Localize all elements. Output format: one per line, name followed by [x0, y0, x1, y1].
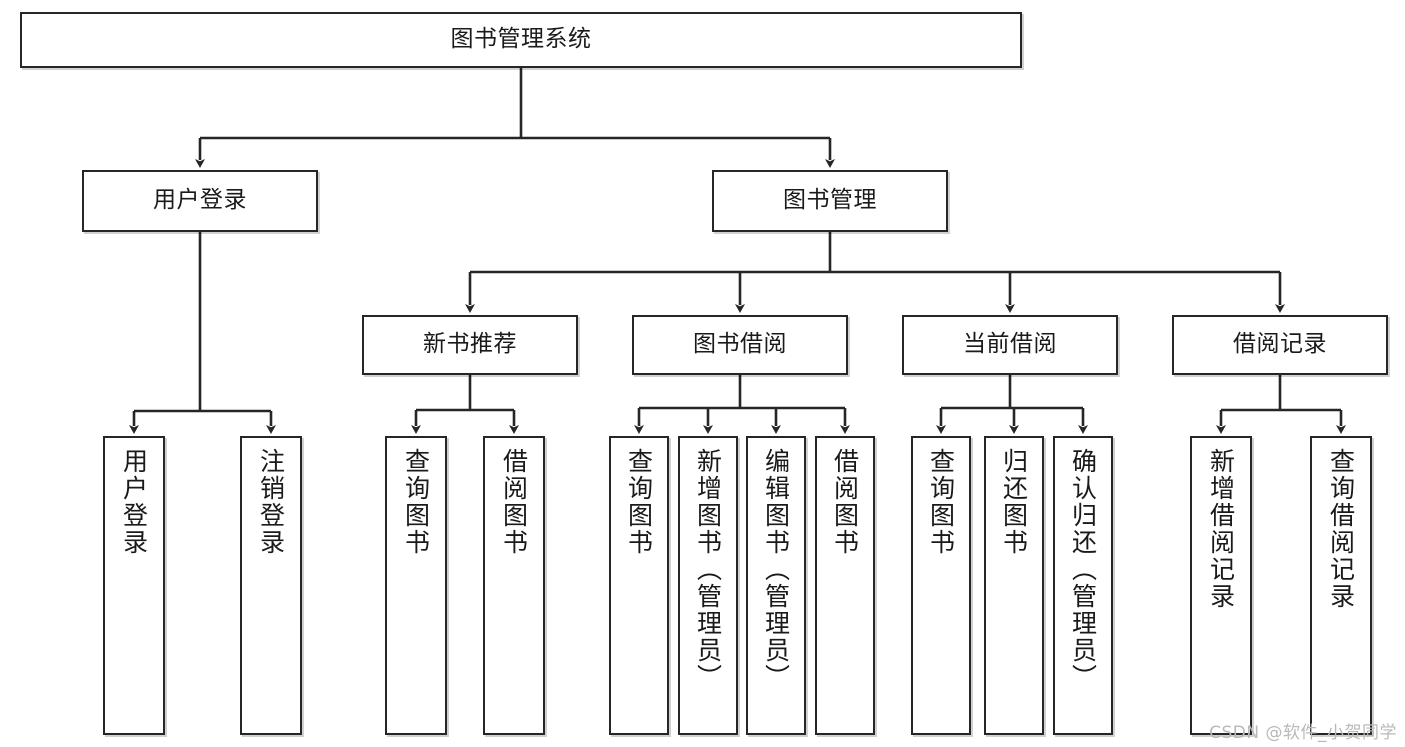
node-borrow-record-label: 借阅记录	[1233, 331, 1327, 358]
node-user-login[interactable]: 用户登录	[82, 170, 318, 232]
node-borrow-record[interactable]: 借阅记录	[1172, 315, 1388, 375]
node-root[interactable]: 图书管理系统	[20, 12, 1022, 68]
node-leaf-query-book-3-label: 查询图书	[926, 448, 956, 556]
node-leaf-user-login[interactable]: 用户登录	[103, 436, 165, 735]
node-leaf-query-book-1-label: 查询图书	[401, 448, 431, 556]
node-leaf-borrow-book-1[interactable]: 借阅图书	[483, 436, 545, 735]
node-leaf-confirm-return-label: 确认归还（管理员）	[1068, 448, 1098, 691]
node-leaf-logout-login-label: 注销登录	[256, 448, 286, 556]
node-leaf-query-record[interactable]: 查询借阅记录	[1310, 436, 1372, 735]
node-leaf-query-book-2-label: 查询图书	[624, 448, 654, 556]
node-leaf-borrow-book-2[interactable]: 借阅图书	[815, 436, 875, 735]
node-leaf-edit-book[interactable]: 编辑图书（管理员）	[746, 436, 806, 735]
node-book-borrow[interactable]: 图书借阅	[632, 315, 848, 375]
node-leaf-confirm-return[interactable]: 确认归还（管理员）	[1053, 436, 1113, 735]
node-user-login-label: 用户登录	[153, 187, 247, 214]
node-leaf-add-record[interactable]: 新增借阅记录	[1190, 436, 1252, 735]
node-leaf-borrow-book-1-label: 借阅图书	[499, 448, 529, 556]
node-leaf-query-book-3[interactable]: 查询图书	[911, 436, 971, 735]
node-book-manage[interactable]: 图书管理	[712, 170, 948, 232]
node-new-book-rec-label: 新书推荐	[423, 331, 517, 358]
node-leaf-return-book-label: 归还图书	[999, 448, 1029, 556]
node-new-book-rec[interactable]: 新书推荐	[362, 315, 578, 375]
node-leaf-add-book-label: 新增图书（管理员）	[693, 448, 723, 691]
watermark-text: CSDN @软件_小贺同学	[1209, 723, 1397, 743]
node-leaf-edit-book-label: 编辑图书（管理员）	[761, 448, 791, 691]
node-root-label: 图书管理系统	[450, 26, 592, 53]
node-leaf-return-book[interactable]: 归还图书	[984, 436, 1044, 735]
node-leaf-query-book-1[interactable]: 查询图书	[385, 436, 447, 735]
node-leaf-logout-login[interactable]: 注销登录	[240, 436, 302, 735]
node-leaf-query-record-label: 查询借阅记录	[1326, 448, 1356, 610]
node-leaf-add-book[interactable]: 新增图书（管理员）	[678, 436, 738, 735]
node-leaf-query-book-2[interactable]: 查询图书	[609, 436, 669, 735]
node-current-borrow-label: 当前借阅	[963, 331, 1057, 358]
node-leaf-borrow-book-2-label: 借阅图书	[830, 448, 860, 556]
node-book-borrow-label: 图书借阅	[693, 331, 787, 358]
node-leaf-user-login-label: 用户登录	[119, 448, 149, 556]
node-leaf-add-record-label: 新增借阅记录	[1206, 448, 1236, 610]
node-current-borrow[interactable]: 当前借阅	[902, 315, 1118, 375]
node-book-manage-label: 图书管理	[783, 187, 877, 214]
